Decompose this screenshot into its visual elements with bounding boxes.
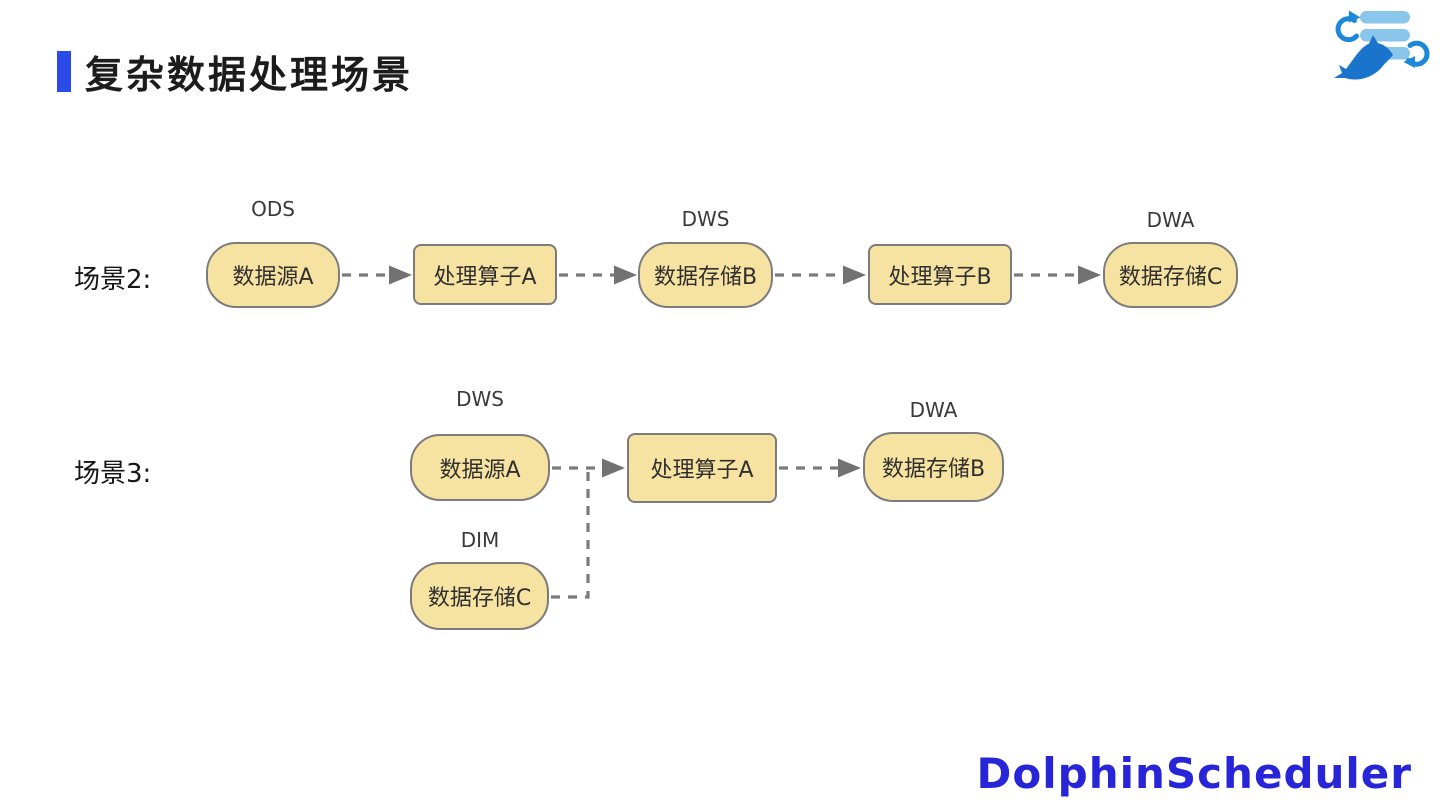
tier-label-dwa-s3: DWA bbox=[909, 398, 958, 422]
arrowhead-icon bbox=[389, 265, 412, 285]
tier-label-dws-s2: DWS bbox=[681, 207, 730, 231]
title-accent-bar bbox=[57, 51, 71, 92]
node-s3-source-a: 数据源A bbox=[410, 434, 550, 501]
tier-label-dim-s3: DIM bbox=[460, 528, 500, 552]
brand-wordmark: DolphinScheduler bbox=[976, 749, 1412, 798]
scene-2-label: 场景2: bbox=[74, 265, 152, 295]
node-s3-operator-a: 处理算子A bbox=[627, 433, 777, 503]
node-s2-storage-c: 数据存储C bbox=[1103, 242, 1238, 308]
arrowhead-icon bbox=[1078, 265, 1101, 285]
page-title: 复杂数据处理场景 bbox=[85, 53, 414, 97]
arrowhead-icon bbox=[838, 458, 861, 478]
arrowhead-icon bbox=[602, 458, 625, 478]
node-s2-operator-a: 处理算子A bbox=[413, 244, 557, 305]
node-s3-storage-c: 数据存储C bbox=[410, 562, 549, 630]
tier-label-dwa-s2: DWA bbox=[1146, 208, 1195, 232]
arrowhead-icon bbox=[614, 265, 637, 285]
node-s2-storage-b: 数据存储B bbox=[638, 242, 773, 308]
tier-label-ods: ODS bbox=[251, 197, 295, 221]
connector-s3-storage-c-to-operator-a bbox=[551, 469, 590, 599]
node-s3-storage-b: 数据存储B bbox=[863, 432, 1004, 502]
node-s2-source-a: 数据源A bbox=[206, 242, 340, 308]
tier-label-dws-s3: DWS bbox=[456, 387, 504, 411]
scene-3-label: 场景3: bbox=[74, 459, 152, 489]
arrowhead-icon bbox=[843, 265, 866, 285]
node-s2-operator-b: 处理算子B bbox=[868, 244, 1012, 305]
dolphinscheduler-logo-icon bbox=[1334, 10, 1430, 80]
